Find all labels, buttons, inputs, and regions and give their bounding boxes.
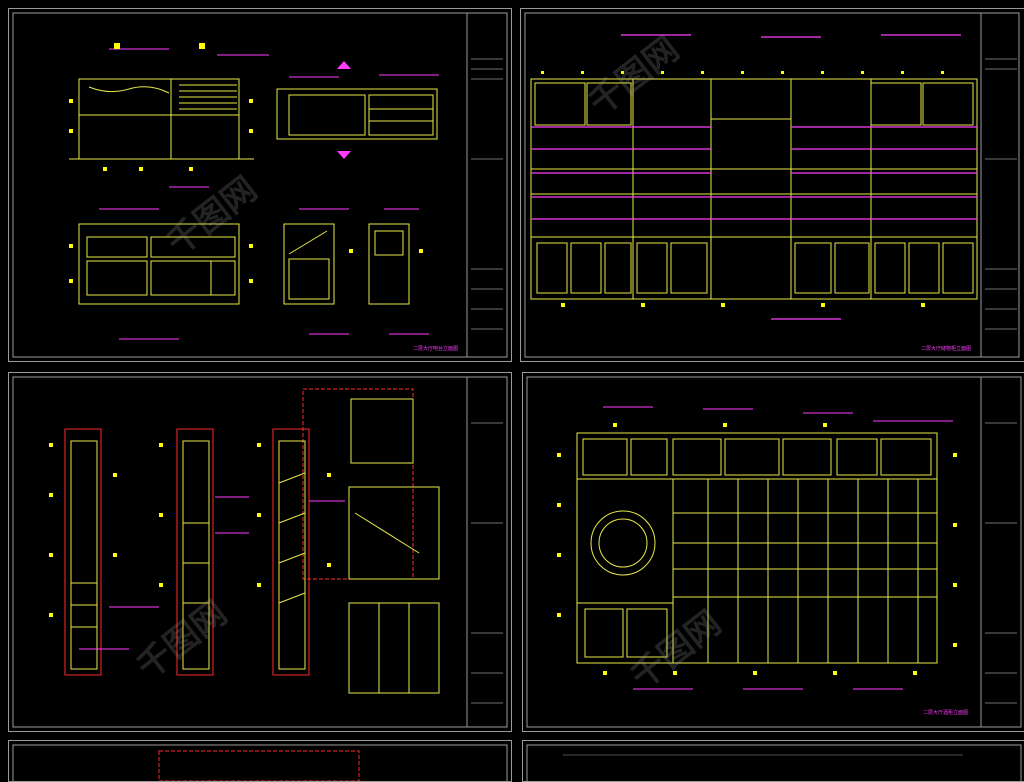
sheet-mid-left[interactable]: 千图网 (8, 372, 512, 732)
sheet-bottom-right[interactable] (522, 740, 1024, 782)
drawing-top-right (524, 12, 1020, 358)
sheet-title: 二层大厅吧台立面图 (413, 346, 459, 352)
drawing-bottom-left (12, 744, 508, 781)
drawing-top-left (12, 12, 508, 358)
sheet-top-right[interactable]: 二层大厅储物柜立面图 千图网 (520, 8, 1024, 362)
sheet-bottom-left[interactable] (8, 740, 512, 782)
sheet-title: 二层大厅酒柜立面图 (923, 710, 969, 716)
sheet-mid-right[interactable]: 二层大厅酒柜立面图 千图网 (522, 372, 1024, 732)
sheet-title: 二层大厅储物柜立面图 (921, 346, 972, 352)
drawing-mid-left (12, 376, 508, 728)
sheet-top-left[interactable]: 二层大厅吧台立面图 千图网 (8, 8, 512, 362)
drawing-mid-right (526, 376, 1022, 728)
drawing-bottom-right (526, 744, 1022, 781)
